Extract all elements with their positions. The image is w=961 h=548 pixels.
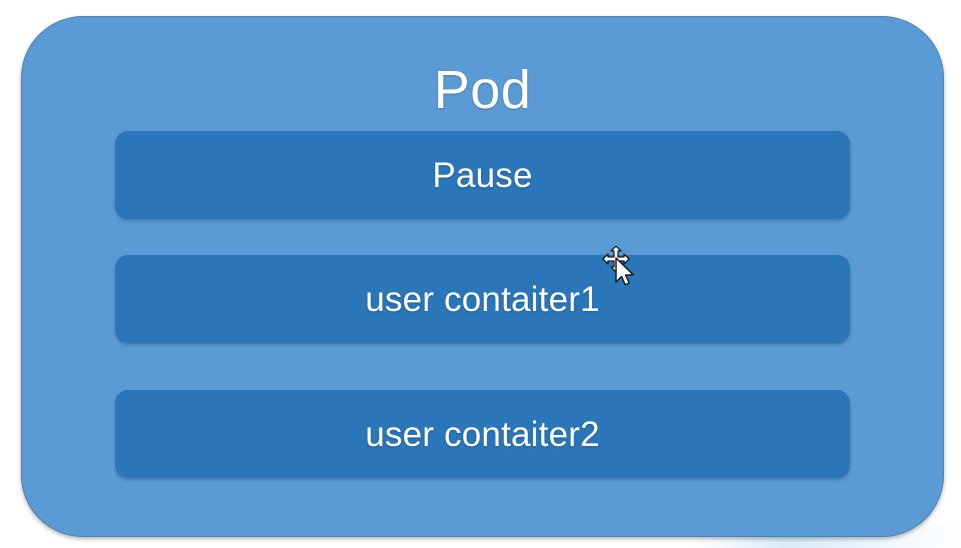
container-box-stack: Pause user contaiter1 user contaiter2 — [115, 131, 850, 493]
container-box-label: user contaiter1 — [365, 279, 600, 319]
container-box-user-container-2[interactable]: user contaiter2 — [115, 390, 850, 478]
container-box-pause[interactable]: Pause — [115, 131, 850, 219]
container-box-label: Pause — [432, 155, 533, 195]
pod-title: Pod — [433, 60, 532, 120]
pod-container[interactable]: Pod Pause user contaiter1 user contaiter… — [21, 16, 944, 537]
container-box-label: user contaiter2 — [365, 414, 600, 454]
container-box-user-container-1[interactable]: user contaiter1 — [115, 255, 850, 343]
